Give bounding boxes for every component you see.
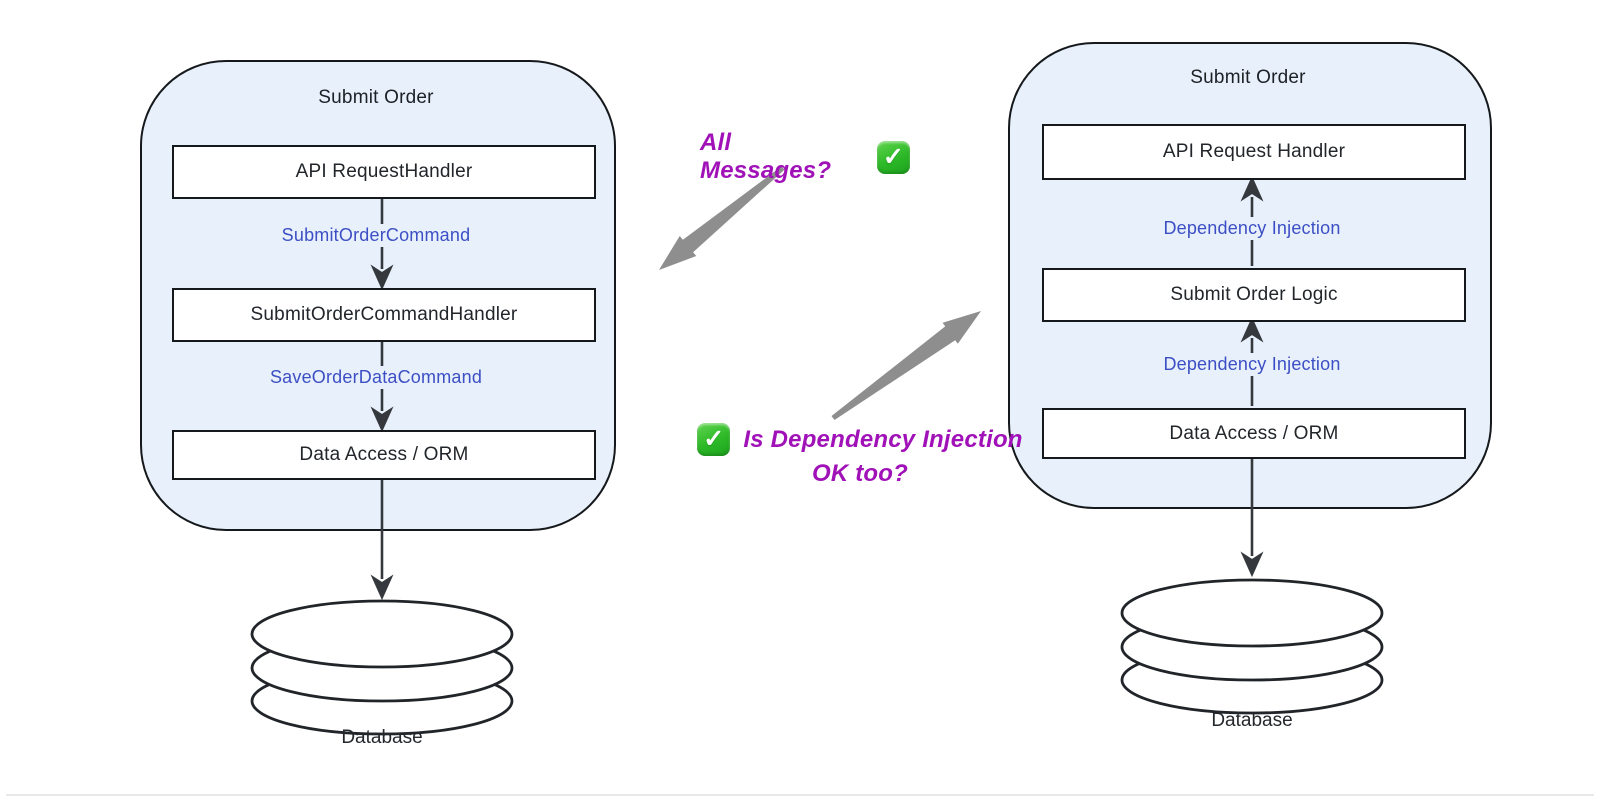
message-row: SubmitOrderCommand (140, 224, 612, 247)
annotation-arrow-to-right-diagram (831, 311, 981, 420)
message-row: SaveOrderDataCommand (140, 366, 612, 389)
left-database-arrowhead (370, 574, 394, 601)
annotation-di-ok-line1: ✓ Is Dependency Injection (640, 423, 1080, 456)
card-bottom-edge (6, 794, 1594, 796)
di-label-2: Dependency Injection (1154, 353, 1350, 376)
message-row: Dependency Injection (1012, 217, 1492, 240)
message-label-submit-order-command: SubmitOrderCommand (272, 224, 480, 247)
right-database-arrowhead (1240, 551, 1264, 578)
annotation-all-messages-text: All Messages? (700, 129, 832, 184)
database-cylinder-left (250, 599, 514, 736)
api-request-handler-box-right: API Request Handler (1042, 124, 1466, 180)
left-container-title: Submit Order (318, 87, 434, 108)
database-label-left: Database (341, 727, 423, 748)
annotation-di-ok-line2: OK too? (811, 460, 909, 487)
di-label-1: Dependency Injection (1154, 217, 1350, 240)
database-label-right: Database (1211, 710, 1293, 731)
data-access-orm-box-left: Data Access / ORM (172, 430, 596, 480)
checkmark-icon: ✓ (697, 423, 731, 456)
right-container-title: Submit Order (1190, 67, 1306, 88)
message-row: Dependency Injection (1012, 353, 1492, 376)
message-label-save-order-data-command: SaveOrderDataCommand (260, 366, 492, 389)
database-cylinder-right (1120, 578, 1384, 715)
submit-order-logic-box: Submit Order Logic (1042, 268, 1466, 322)
submit-order-command-handler-box: SubmitOrderCommandHandler (172, 288, 596, 342)
annotation-all-messages: All Messages? ✓ (700, 129, 910, 185)
annotation-di-ok: ✓ Is Dependency Injection OK too? (640, 423, 1080, 488)
data-access-orm-box-right: Data Access / ORM (1042, 408, 1466, 459)
annotation-di-ok-text: Is Dependency Injection (743, 425, 1023, 453)
checkmark-icon: ✓ (877, 140, 910, 174)
api-request-handler-box-left: API RequestHandler (172, 145, 596, 199)
